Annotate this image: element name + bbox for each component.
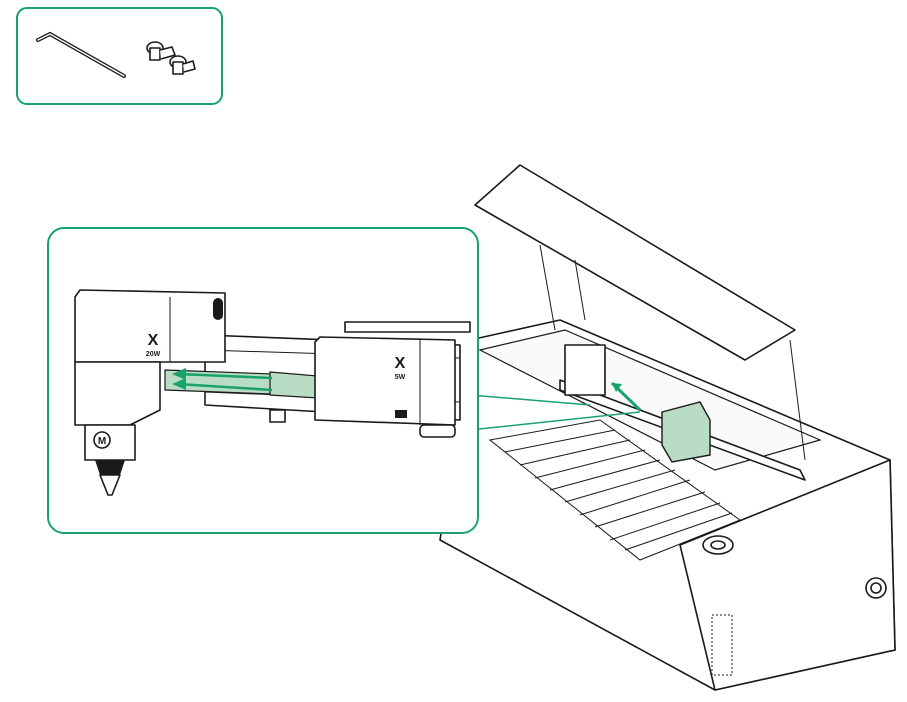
nozzle-logo: M bbox=[98, 436, 106, 447]
module-power-label: 5W bbox=[395, 374, 406, 381]
detail-callout: M X 20W X 5W bbox=[47, 227, 479, 534]
module-logo: X bbox=[148, 332, 159, 349]
old-laser-module: X 5W bbox=[314, 336, 456, 438]
parts-box bbox=[16, 7, 223, 105]
screws-icon bbox=[146, 41, 196, 75]
hex-key-icon bbox=[36, 31, 126, 78]
new-laser-module: M X 20W bbox=[74, 289, 226, 496]
laser-engraver bbox=[439, 164, 896, 691]
module-power-label: 20W bbox=[146, 351, 161, 358]
module-logo: X bbox=[395, 355, 406, 372]
lid bbox=[474, 164, 796, 361]
module-on-gantry bbox=[564, 344, 606, 396]
cable-connector bbox=[269, 409, 286, 423]
